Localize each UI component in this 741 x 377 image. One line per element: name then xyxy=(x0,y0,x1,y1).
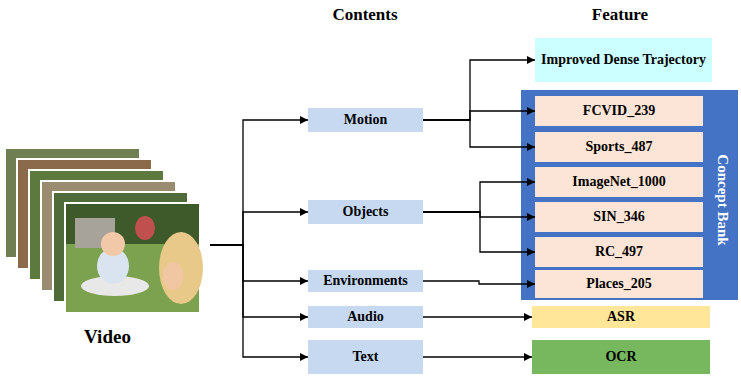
connector-arrow xyxy=(210,245,308,281)
connector-arrow xyxy=(423,356,532,357)
connector-arrow xyxy=(210,212,308,245)
content-box: Objects xyxy=(308,200,423,224)
box-label: Text xyxy=(353,349,379,365)
box-label: RC_497 xyxy=(595,244,643,260)
concept-box: FCVID_239 xyxy=(535,96,703,126)
video-frames xyxy=(5,148,210,318)
box-label: ASR xyxy=(607,309,635,325)
content-box: Motion xyxy=(308,108,423,132)
person-background xyxy=(135,216,155,240)
connector-arrow xyxy=(423,60,535,120)
feature-box: ASR xyxy=(532,306,710,328)
woman-face xyxy=(163,262,183,290)
connector-arrow xyxy=(423,182,535,212)
woman-hair xyxy=(159,232,203,304)
video-label: Video xyxy=(84,326,131,348)
box-label: FCVID_239 xyxy=(583,103,655,119)
baby-head xyxy=(101,232,125,256)
connector-arrow xyxy=(210,245,308,317)
connector-arrow xyxy=(423,316,532,317)
concept-box: Places_205 xyxy=(535,270,703,298)
group-title: Concept Bank xyxy=(713,154,730,245)
box-label: Audio xyxy=(347,309,384,325)
connector-arrow xyxy=(423,111,535,120)
box-label: Sports_487 xyxy=(586,139,653,155)
concept-box: Sports_487 xyxy=(535,132,703,162)
content-box: Environments xyxy=(308,270,423,292)
box-label: SIN_346 xyxy=(593,209,644,225)
connector-arrow xyxy=(423,212,535,252)
connector-arrow xyxy=(423,212,535,217)
box-label: Objects xyxy=(343,204,389,220)
connector-arrow xyxy=(210,120,308,245)
box-label: Improved Dense Trajectory xyxy=(541,52,706,68)
video-node: Video xyxy=(5,148,210,348)
connector-arrow xyxy=(423,281,535,284)
box-label: OCR xyxy=(605,349,636,365)
column-header: Contents xyxy=(332,5,397,25)
concept-box: SIN_346 xyxy=(535,202,703,232)
connector-arrow xyxy=(423,120,535,147)
front-frame xyxy=(65,203,203,313)
feature-box: Improved Dense Trajectory xyxy=(535,38,712,82)
content-box: Text xyxy=(308,340,423,374)
column-header: Feature xyxy=(592,5,648,25)
concept-box: ImageNet_1000 xyxy=(535,167,703,197)
connector-arrow xyxy=(210,245,308,357)
box-label: Environments xyxy=(323,273,408,289)
concept-box: RC_497 xyxy=(535,237,703,267)
box-label: ImageNet_1000 xyxy=(572,174,665,190)
concept-bank: Concept Bank FCVID_239Sports_487ImageNet_… xyxy=(521,90,738,300)
box-label: Motion xyxy=(344,112,388,128)
box-label: Places_205 xyxy=(586,276,651,292)
content-box: Audio xyxy=(308,306,423,328)
feature-box: OCR xyxy=(532,340,710,374)
